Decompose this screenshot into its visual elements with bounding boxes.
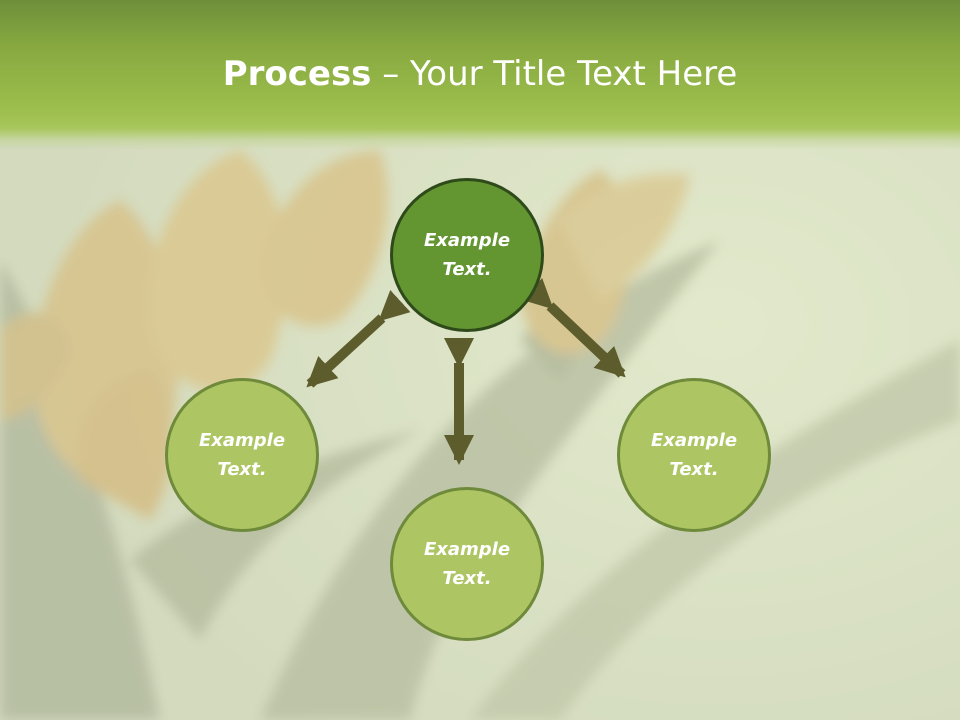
arrow-top-right: [521, 277, 626, 378]
title-bar: [0, 0, 960, 150]
node-left-label: Example Text.: [198, 430, 286, 480]
process-node-right: Example Text.: [617, 378, 771, 532]
title-bold: Process: [222, 54, 372, 94]
node-right-label: Example Text.: [650, 430, 738, 480]
arrow-top-left: [306, 290, 411, 388]
page-title: Process – Your Title Text Here: [0, 52, 960, 96]
node-top-label: Example Text.: [423, 230, 511, 280]
process-node-bottom: Example Text.: [390, 487, 544, 641]
process-node-top: Example Text.: [390, 178, 544, 332]
title-rest: – Your Title Text Here: [371, 54, 738, 94]
node-bottom-label: Example Text.: [423, 539, 511, 589]
process-node-left: Example Text.: [165, 378, 319, 532]
